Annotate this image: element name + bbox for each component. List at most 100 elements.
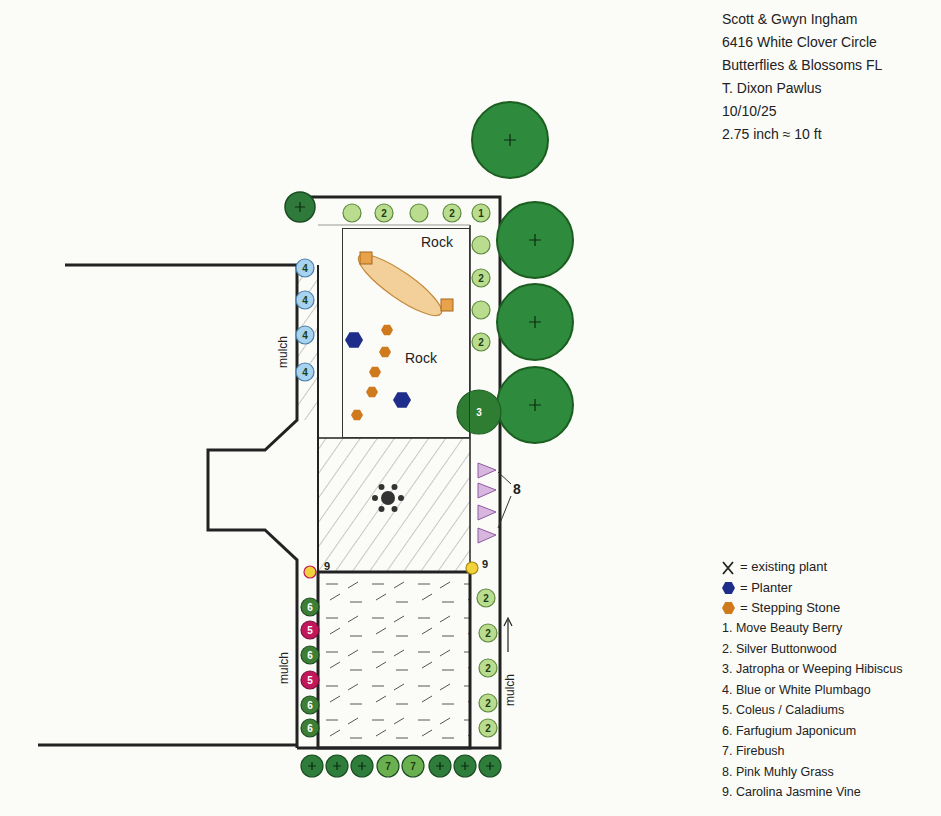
- seat: [379, 484, 385, 490]
- seat: [398, 495, 404, 501]
- callout-number: 2: [478, 337, 484, 348]
- jasmine: [466, 562, 478, 574]
- grass: [478, 483, 496, 498]
- bench: [352, 246, 449, 325]
- plants: [296, 204, 501, 777]
- callout-number: 2: [485, 723, 491, 734]
- stepping-stone: [369, 367, 381, 377]
- callout-number: 4: [302, 330, 308, 341]
- callout-number: 7: [385, 761, 391, 772]
- stepping-stone: [381, 325, 393, 335]
- callout-number: 2: [449, 208, 455, 219]
- seat: [372, 495, 378, 501]
- plant-list-item: 1. Move Beauty Berry: [722, 622, 842, 636]
- callout-number: 6: [307, 700, 313, 711]
- house-wall: [38, 744, 297, 747]
- plant-list-item: 6. Farfugium Japonicum: [722, 725, 856, 739]
- stepping-stone: [366, 387, 378, 397]
- callout-number: 4: [302, 263, 308, 274]
- legend-swatch: [722, 582, 735, 594]
- plant: [343, 204, 361, 222]
- title-block-text: T. Dixon Pawlus: [722, 81, 822, 96]
- area-label: Rock: [405, 351, 437, 366]
- existing-mark: [504, 134, 541, 411]
- callout-number: 2: [485, 663, 491, 674]
- plant: [479, 659, 497, 677]
- grass: [478, 505, 496, 520]
- title-block-text: Butterflies & Blossoms FL: [722, 58, 882, 73]
- plant: [472, 301, 490, 319]
- mulch-label: mulch: [277, 336, 290, 368]
- plant: [301, 646, 319, 664]
- plant: [472, 204, 490, 222]
- mulch-label: mulch: [504, 674, 517, 706]
- bay-window-wall: [208, 265, 297, 748]
- plant: [477, 589, 495, 607]
- plant-list-item: 4. Blue or White Plumbago: [722, 684, 871, 698]
- jatropha: [457, 390, 501, 434]
- firebush: [402, 755, 424, 777]
- title-block-text: 6416 White Clover Circle: [722, 35, 877, 50]
- plant: [479, 719, 497, 737]
- callout-number: 4: [302, 295, 308, 306]
- mulch-arrow: [504, 618, 512, 652]
- callout-number: 2: [381, 208, 387, 219]
- legend-symbol: [723, 562, 733, 574]
- callout-number: 8: [513, 482, 521, 497]
- plant: [296, 363, 314, 381]
- existing-shrub: [285, 192, 315, 222]
- callout-number: 2: [485, 698, 491, 709]
- grass: [478, 528, 496, 543]
- legend-text: = existing plant: [740, 560, 827, 574]
- area-label: Rock: [421, 235, 453, 250]
- existing-plant-symbol: [723, 562, 733, 574]
- grass: [478, 463, 496, 478]
- callout-number: 9: [482, 558, 488, 570]
- callout-number: 1: [478, 208, 484, 219]
- plant: [479, 694, 497, 712]
- callout-number: 5: [307, 625, 313, 636]
- plant: [479, 624, 497, 642]
- existing-trees: [285, 102, 573, 443]
- mulch-strip: [297, 265, 318, 420]
- plant: [472, 236, 490, 254]
- plant-list-item: 3. Jatropha or Weeping Hibiscus: [722, 663, 902, 677]
- bed-edge: [290, 197, 500, 748]
- callout-number: 2: [485, 628, 491, 639]
- planter: [393, 392, 411, 408]
- callout-number: 9: [324, 560, 330, 572]
- mulch-label: mulch: [278, 652, 291, 684]
- arrow-head: [504, 618, 512, 626]
- title-block-text: 10/10/25: [722, 104, 777, 119]
- plant-list-item: 9. Carolina Jasmine Vine: [722, 786, 861, 800]
- plumbago-row: [296, 259, 314, 381]
- seat: [392, 484, 398, 490]
- jasmine: [304, 566, 316, 578]
- callout-number: 6: [307, 602, 313, 613]
- plant: [296, 326, 314, 344]
- plant: [301, 621, 319, 639]
- arrow-line: [507, 620, 508, 652]
- house-wall: [65, 264, 297, 267]
- callout-number: 3: [476, 407, 482, 418]
- planter: [345, 332, 363, 348]
- bottom-row: [301, 755, 501, 777]
- plant: [443, 204, 461, 222]
- paver-area: [318, 572, 470, 748]
- bed-edge: [318, 225, 470, 226]
- stepping-stone: [351, 410, 363, 420]
- fire-pit: [372, 484, 404, 512]
- rock-garden-features: [345, 246, 453, 421]
- callout-number: 6: [307, 723, 313, 734]
- plant: [296, 291, 314, 309]
- legend-text: = Planter: [740, 581, 792, 595]
- callout-number: 5: [307, 675, 313, 686]
- bench-leg: [360, 252, 372, 264]
- muhly-grass: [478, 463, 511, 543]
- stepping-stone: [379, 347, 391, 357]
- leader-line: [498, 472, 511, 528]
- fire-pit: [381, 491, 395, 505]
- bench-leg: [441, 299, 453, 311]
- plant-list-item: 5. Coleus / Caladiums: [722, 704, 844, 718]
